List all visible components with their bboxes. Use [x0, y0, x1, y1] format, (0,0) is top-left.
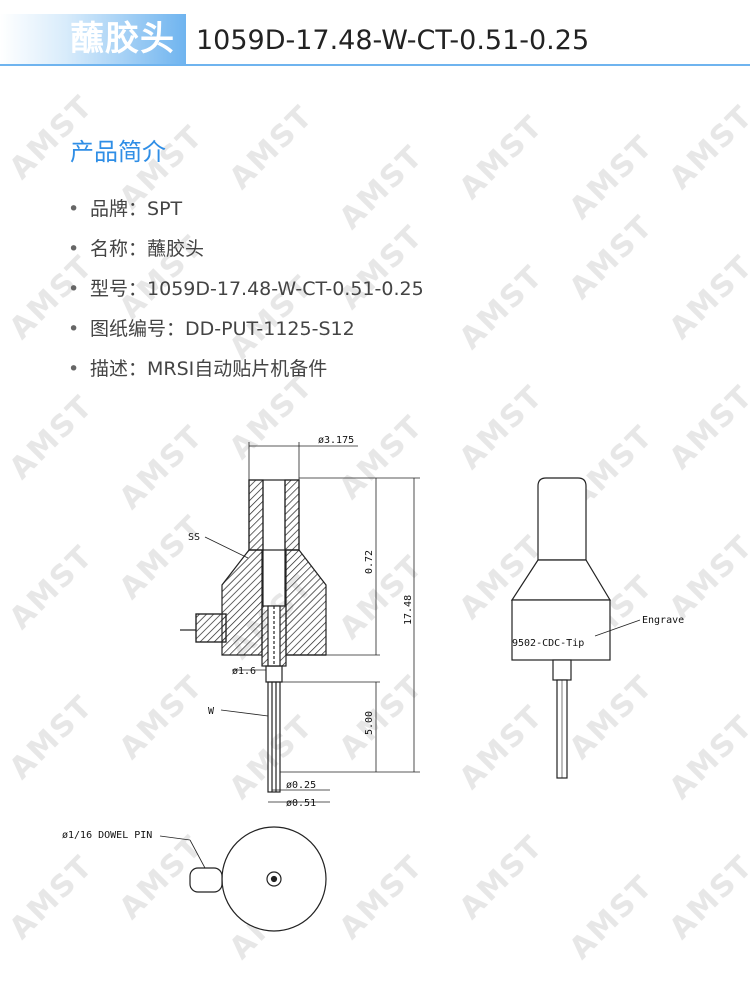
info-value: DD-PUT-1125-S12	[185, 318, 355, 340]
bullet-icon: •	[68, 198, 80, 220]
header-accent-band	[0, 14, 186, 64]
dim-dia-051: ø0.51	[286, 798, 316, 809]
info-item-model: • 型号：1059D-17.48-W-CT-0.51-0.25	[68, 274, 424, 314]
watermark-logo: AMST	[662, 98, 750, 197]
page-header: 蘸胶头 1059D-17.48-W-CT-0.51-0.25	[0, 0, 750, 82]
info-label: 型号	[90, 278, 129, 300]
header-divider	[0, 64, 750, 66]
info-value: SPT	[147, 198, 183, 220]
info-item-name: • 名称：蘸胶头	[68, 234, 424, 274]
info-value: MRSI自动贴片机备件	[147, 358, 328, 380]
product-name-title: 蘸胶头	[70, 19, 175, 59]
label-material: SS	[188, 532, 200, 543]
info-label: 品牌	[90, 198, 129, 220]
info-label: 名称	[90, 238, 129, 260]
dim-dia-top: ø3.175	[318, 435, 354, 446]
dim-dia-025: ø0.25	[286, 780, 316, 791]
section-view	[180, 442, 420, 803]
dim-500: 5.00	[364, 711, 375, 735]
watermark-logo: AMST	[562, 208, 661, 307]
bullet-icon: •	[68, 318, 80, 340]
watermark-logo: AMST	[222, 98, 321, 197]
label-engrave: Engrave	[642, 615, 684, 626]
label-dowel-pin: ø1/16 DOWEL PIN	[62, 830, 152, 841]
info-value: 蘸胶头	[147, 238, 205, 260]
side-view	[510, 477, 641, 779]
bottom-view	[159, 826, 327, 932]
dim-total: 17.48	[403, 595, 414, 625]
info-separator: ：	[166, 318, 186, 340]
technical-drawing: ø3.175 SS 0.72 17.48 ø1.6 W 5.00 ø0.25 ø…	[62, 435, 684, 932]
info-separator: ：	[128, 278, 148, 300]
product-model-title: 1059D-17.48-W-CT-0.51-0.25	[196, 25, 590, 56]
info-separator: ：	[128, 358, 148, 380]
info-separator: ：	[128, 238, 148, 260]
bullet-icon: •	[68, 358, 80, 380]
info-label: 描述	[90, 358, 129, 380]
bullet-icon: •	[68, 238, 80, 260]
info-value: 1059D-17.48-W-CT-0.51-0.25	[147, 278, 424, 300]
dim-072: 0.72	[364, 550, 375, 574]
info-label: 图纸编号	[90, 318, 167, 340]
info-item-drawing-number: • 图纸编号：DD-PUT-1125-S12	[68, 314, 424, 354]
engrave-text: 9502-CDC-Tip	[512, 638, 584, 649]
info-item-description: • 描述：MRSI自动贴片机备件	[68, 354, 424, 394]
info-item-brand: • 品牌：SPT	[68, 194, 424, 234]
info-separator: ：	[128, 198, 148, 220]
dim-dia-16: ø1.6	[232, 666, 256, 677]
watermark-logo: AMST	[662, 248, 750, 347]
bullet-icon: •	[68, 278, 80, 300]
section-title: 产品简介	[70, 138, 166, 166]
watermark-logo: AMST	[562, 128, 661, 227]
watermark-logo: AMST	[452, 108, 551, 207]
product-info-list: •品牌：SPT •名称：蘸胶头 •型号：1059D-17.48-W-CT-0.5…	[68, 194, 424, 394]
label-wire: W	[208, 706, 215, 717]
watermark-logo: AMST	[452, 258, 551, 357]
